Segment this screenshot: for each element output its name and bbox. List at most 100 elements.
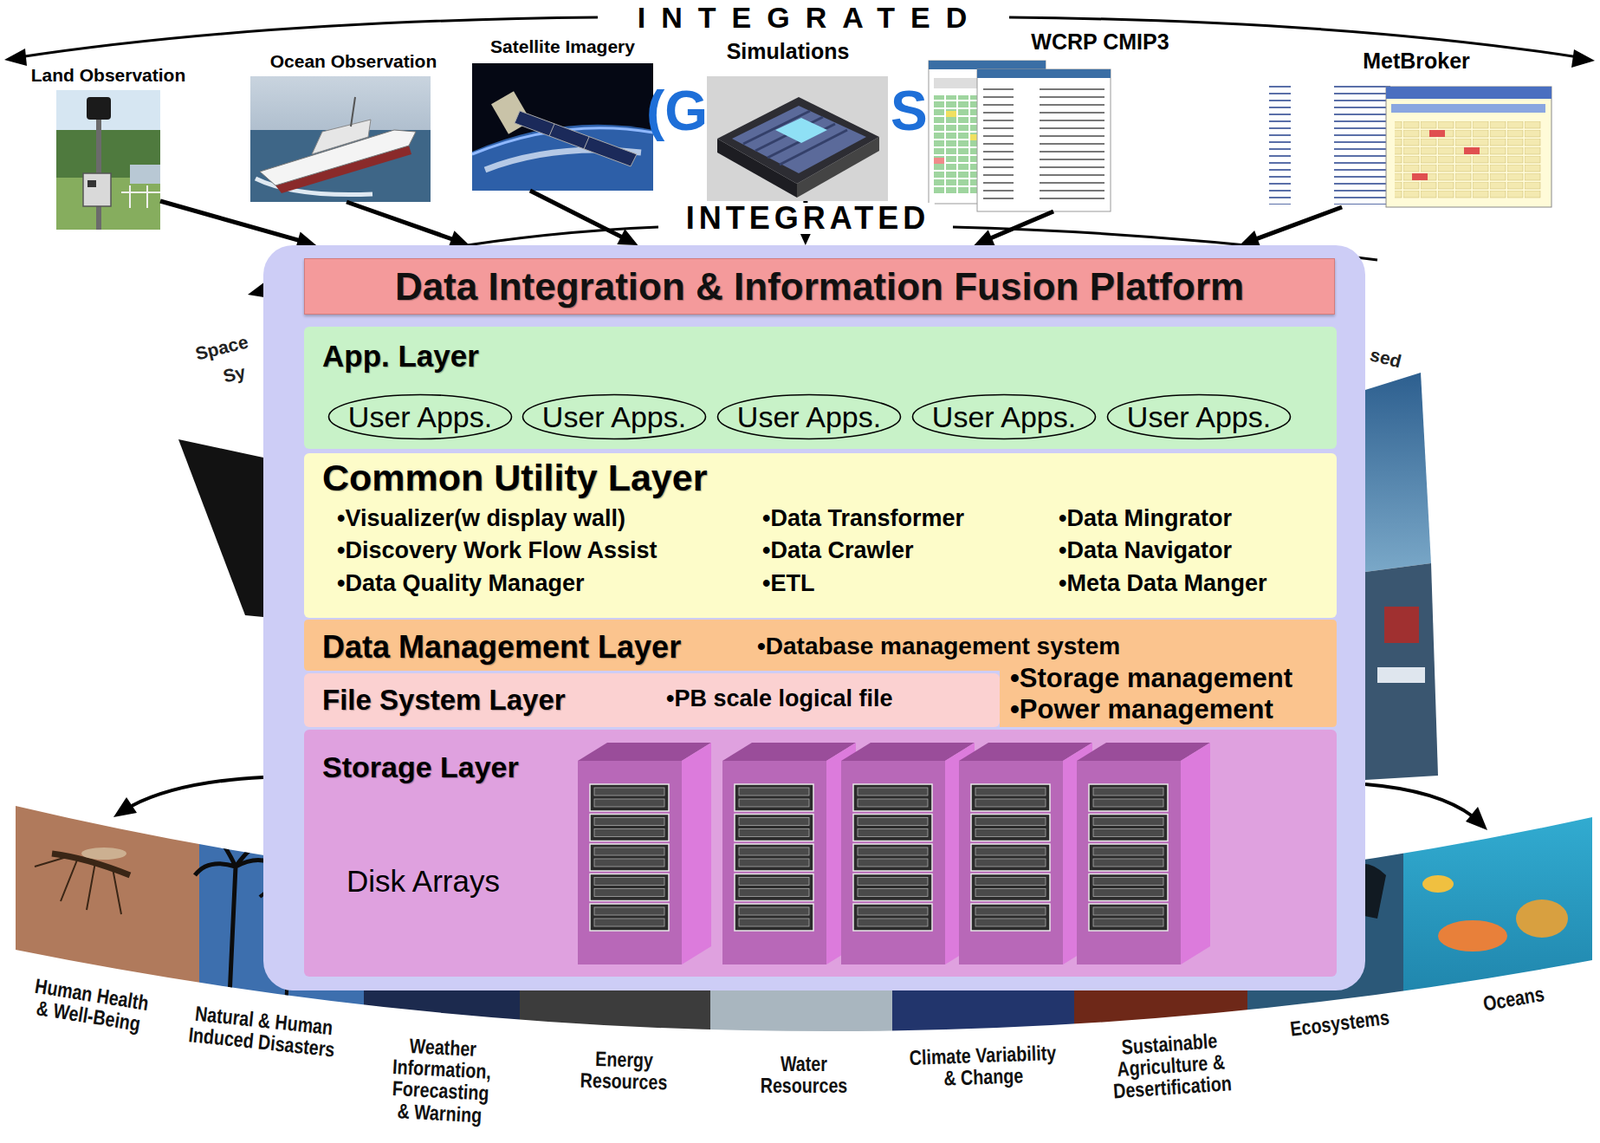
text-holder: INTEGRATED xyxy=(616,2,988,33)
connector-arrow xyxy=(973,211,1054,247)
ellipse-shape xyxy=(913,395,1096,440)
partial-label: Sy xyxy=(220,362,247,386)
app-ellipse: User Apps. xyxy=(911,393,1097,441)
text-holder: •Meta Data Manger xyxy=(1058,570,1268,597)
text-holder: •Storage management xyxy=(1010,663,1293,694)
layer-item: •Data Mingrator xyxy=(1058,505,1232,532)
arc-label: INTEGRATED xyxy=(676,202,935,234)
text-holder: User Apps. xyxy=(911,393,1097,441)
partial-label: sed xyxy=(1368,344,1404,370)
connector-line xyxy=(988,211,1054,240)
text-holder: MetBroker xyxy=(1362,48,1471,74)
layer-item: •Power management xyxy=(1010,694,1274,725)
layer-heading: Storage Layer xyxy=(322,750,519,784)
text-holder: User Apps. xyxy=(1106,393,1292,441)
arrowhead xyxy=(616,228,638,246)
text-holder: Sustainable Agriculture & Desertificatio… xyxy=(1094,1027,1248,1103)
text-holder: •Visualizer(w display wall) xyxy=(336,505,626,532)
text-holder: Human Health & Well-Being xyxy=(25,973,156,1037)
text-holder: •Data Quality Manager xyxy=(336,570,585,597)
app-label: User Apps. xyxy=(737,401,881,432)
app-label: User Apps. xyxy=(932,401,1076,432)
layer-heading: App. Layer xyxy=(322,338,480,374)
utility-layer: Common Utility Layer •Visualizer(w displa… xyxy=(304,453,1337,618)
app-label: User Apps. xyxy=(348,401,493,432)
source-title: MetBroker xyxy=(1362,48,1471,74)
connector-arrow xyxy=(1239,207,1342,247)
text-holder: Sy xyxy=(220,362,247,387)
text-holder: User Apps. xyxy=(521,393,707,441)
logo-fragment: (G xyxy=(646,83,708,139)
app-ellipse: User Apps. xyxy=(716,393,902,441)
connector-arrow xyxy=(530,190,639,246)
platform-panel: Data Integration & Information Fusion Pl… xyxy=(263,245,1366,991)
text-holder: Weather Information, Forecasting & Warni… xyxy=(385,1033,497,1127)
source-title: Land Observation xyxy=(31,64,187,86)
source-box: Satellite Imagery xyxy=(472,63,654,191)
text-holder: S xyxy=(890,83,928,139)
source-title: Satellite Imagery xyxy=(490,36,635,58)
text-holder: User Apps. xyxy=(327,393,513,441)
file-system-layer: File System Layer •PB scale logical file xyxy=(304,673,1000,727)
layer-item: •Visualizer(w display wall) xyxy=(336,505,626,532)
theme-label: Climate Variability & Change xyxy=(904,1041,1063,1091)
text-holder: Ecosystems xyxy=(1278,1004,1401,1042)
text-holder: WCRP CMIP3 xyxy=(1030,29,1169,55)
text-holder: File System Layer xyxy=(322,683,566,717)
connector-arrow xyxy=(346,201,470,247)
connector-line xyxy=(1254,207,1342,240)
connector-line xyxy=(346,201,455,240)
text-holder: Simulations xyxy=(726,38,850,65)
connector-arrow xyxy=(160,200,317,249)
text-holder: Water Resources xyxy=(751,1052,858,1096)
layer-item: •Data Crawler xyxy=(762,537,914,564)
text-holder: Common Utility Layer xyxy=(322,456,707,499)
source-box: Land Observation xyxy=(56,90,161,230)
text-holder: Disk Arrays xyxy=(346,864,500,899)
source-box: MetBroker xyxy=(1265,79,1552,208)
l-shape-path xyxy=(304,619,1337,727)
layer-item: •ETL xyxy=(762,570,815,597)
text-holder: Energy Resources xyxy=(570,1046,678,1094)
layer-item: •Data Navigator xyxy=(1058,537,1232,564)
source-box: Simulations xyxy=(706,76,888,201)
logo-fragment: S xyxy=(890,83,928,139)
app-ellipse: User Apps. xyxy=(521,393,707,441)
theme-label: Water Resources xyxy=(751,1052,858,1096)
storage-layer: Storage LayerDisk Arrays xyxy=(304,729,1337,977)
app-label: User Apps. xyxy=(1127,401,1271,432)
platform-title-bar: Data Integration & Information Fusion Pl… xyxy=(304,258,1335,315)
arrowhead xyxy=(1239,230,1261,247)
text-holder: Storage Layer xyxy=(322,750,519,784)
text-holder: Satellite Imagery xyxy=(490,36,635,58)
layer-heading: File System Layer xyxy=(322,683,566,717)
connector-line xyxy=(160,200,302,241)
text-holder: Space xyxy=(193,331,250,363)
layer-item: •Data Quality Manager xyxy=(336,570,585,597)
layer-heading: Common Utility Layer xyxy=(322,456,707,499)
text-holder: •Data Transformer xyxy=(762,505,965,532)
layer-item: •Discovery Work Flow Assist xyxy=(336,537,658,564)
theme-label: Human Health & Well-Being xyxy=(25,973,156,1037)
text-holder: Data Management Layer xyxy=(322,628,681,665)
theme-label: Natural & Human Induced Disasters xyxy=(175,1000,350,1063)
ellipse-shape xyxy=(1107,395,1291,440)
text-holder: INTEGRATED xyxy=(676,202,935,234)
app-ellipse: User Apps. xyxy=(1106,393,1292,441)
source-title: Simulations xyxy=(726,38,850,65)
layer-item: •Meta Data Manger xyxy=(1058,570,1268,597)
text-holder: Data Integration & Information Fusion Pl… xyxy=(304,258,1335,315)
source-box: WCRP CMIP3 xyxy=(928,58,1111,212)
text-holder: Natural & Human Induced Disasters xyxy=(175,1000,350,1063)
app-label: User Apps. xyxy=(542,401,687,432)
text-holder: •PB scale logical file xyxy=(666,686,894,713)
text-holder: •Discovery Work Flow Assist xyxy=(336,537,658,564)
connector-line xyxy=(530,190,625,239)
layer-item: •PB scale logical file xyxy=(666,686,894,713)
text-holder: •Data Navigator xyxy=(1058,537,1232,564)
text-holder: •Power management xyxy=(1010,694,1274,725)
text-holder: App. Layer xyxy=(322,338,480,374)
ellipse-shape xyxy=(523,395,707,440)
source-box: Ocean Observation xyxy=(250,76,431,202)
layer-item: Disk Arrays xyxy=(346,864,500,899)
